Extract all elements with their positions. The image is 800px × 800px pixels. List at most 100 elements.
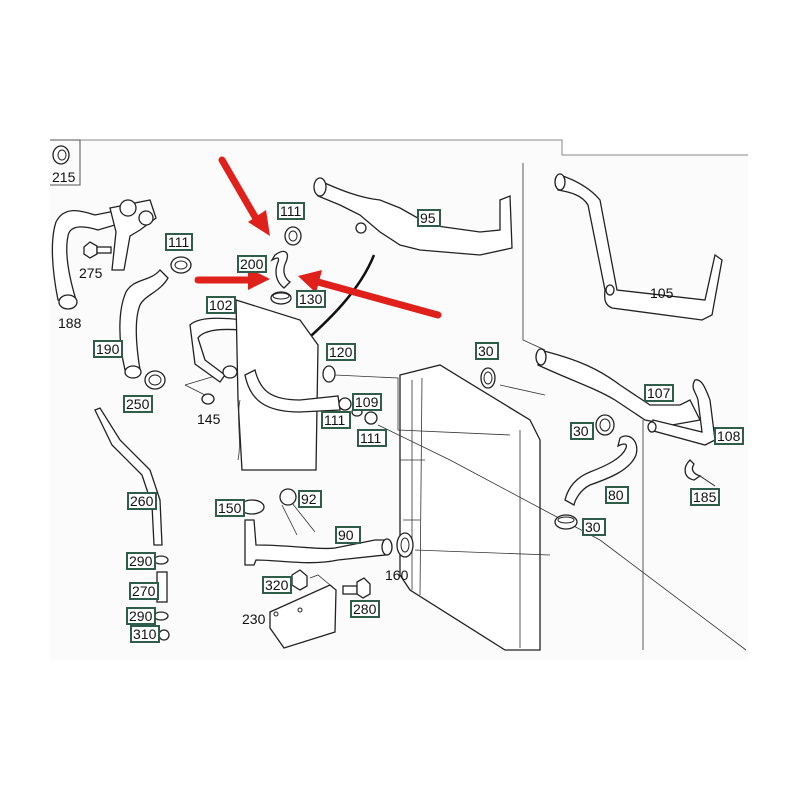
part-92-sleeve — [279, 488, 316, 536]
callout-box — [475, 342, 499, 360]
callout-text: 111 — [324, 412, 345, 428]
part-260-tube — [94, 407, 163, 546]
callout-label-30c: 30 — [582, 518, 606, 536]
callout-box — [321, 411, 351, 429]
leader-line-160 — [414, 549, 551, 556]
part-111-clamp-mid2 — [364, 411, 378, 425]
part-111-clamp-mid1 — [338, 397, 352, 411]
callout-label-109: 109 — [352, 393, 382, 411]
part-30-clamp-lower — [554, 514, 578, 530]
callout-text: 290 — [129, 553, 153, 569]
callout-text: 90 — [338, 527, 354, 543]
callout-text: 310 — [133, 626, 157, 642]
callout-label-190: 190 — [93, 340, 123, 358]
callout-text: 320 — [265, 577, 289, 593]
callout-text: 260 — [130, 493, 154, 509]
callout-box — [206, 296, 236, 314]
callout-text: 80 — [608, 487, 624, 503]
callout-label-150: 150 — [215, 499, 245, 517]
callout-text: 280 — [353, 601, 377, 617]
part-105-hose — [554, 173, 723, 321]
part-275-bolt — [83, 241, 112, 259]
part-111-clamp-left — [170, 256, 192, 274]
callout-box — [165, 233, 193, 251]
callout-text: 30 — [573, 423, 589, 439]
callout-label-80: 80 — [605, 486, 629, 504]
callout-text: 120 — [329, 344, 353, 360]
part-label-275: 275 — [79, 265, 103, 281]
part-185-cable-tie — [684, 459, 716, 487]
callout-box — [570, 422, 594, 440]
callout-text: 185 — [693, 489, 717, 505]
callout-label-30b: 30 — [570, 422, 594, 440]
diagram-frame — [50, 140, 748, 660]
part-30-clamp-top — [480, 367, 496, 389]
leader-line-30 — [499, 384, 546, 396]
callout-label-250: 250 — [123, 395, 153, 413]
callout-box — [129, 582, 159, 600]
part-80-hose — [564, 435, 638, 507]
hose-lower-102 — [244, 369, 341, 413]
callout-text: 111 — [168, 234, 189, 250]
callout-box — [298, 490, 322, 508]
callout-label-290a: 290 — [126, 552, 156, 570]
callout-box — [93, 340, 123, 358]
inset-box-215 — [50, 139, 81, 186]
callout-label-111d: 111 — [357, 429, 387, 447]
thermostat-housing — [109, 199, 157, 271]
part-145-clamp — [184, 375, 216, 405]
part-label-105: 105 — [650, 285, 674, 301]
callout-label-111a: 111 — [165, 233, 193, 251]
part-290-washer-top — [153, 555, 169, 565]
callout-label-260: 260 — [127, 492, 157, 510]
callout-text: 111 — [280, 203, 301, 219]
callout-label-102: 102 — [206, 296, 236, 314]
part-90-pipe — [244, 519, 393, 566]
callout-text: 150 — [218, 500, 242, 516]
part-111-clamp-top — [284, 226, 302, 246]
part-label-145: 145 — [197, 411, 221, 427]
callout-box — [350, 600, 380, 618]
callout-box — [237, 255, 267, 273]
part-160-clamp — [396, 532, 414, 558]
leader-line-111 — [377, 424, 747, 651]
callout-text: 107 — [647, 385, 671, 401]
part-250-clamp — [144, 370, 166, 390]
part-230-bracket — [269, 574, 337, 649]
callout-box — [262, 576, 292, 594]
callout-box — [123, 395, 153, 413]
callout-box — [644, 384, 674, 402]
part-label-160: 160 — [385, 567, 409, 583]
callout-label-310: 310 — [130, 625, 160, 643]
callout-label-120: 120 — [326, 343, 356, 361]
callout-label-185: 185 — [690, 488, 720, 506]
part-120-clamp — [322, 365, 336, 383]
callout-text: 108 — [717, 428, 741, 444]
part-310-cap — [158, 629, 170, 641]
callout-box — [582, 518, 606, 536]
part-215-grommet — [52, 145, 70, 165]
callout-box — [335, 526, 361, 544]
callout-label-107: 107 — [644, 384, 674, 402]
part-200-hose — [270, 250, 292, 289]
callout-label-130: 130 — [296, 290, 326, 308]
callout-label-95: 95 — [417, 209, 441, 227]
part-label-230: 230 — [242, 611, 266, 627]
callout-text: 92 — [301, 491, 317, 507]
callout-box — [126, 607, 156, 625]
callout-box — [130, 625, 160, 643]
callout-label-270: 270 — [129, 582, 159, 600]
callout-box — [690, 488, 720, 506]
callout-label-108: 108 — [714, 427, 744, 445]
frame-border — [50, 139, 748, 156]
callout-box — [127, 492, 157, 510]
callout-box — [126, 552, 156, 570]
callout-box — [714, 427, 744, 445]
divider-upper — [522, 163, 546, 351]
callout-label-30a: 30 — [475, 342, 499, 360]
callout-box — [296, 290, 326, 308]
callout-text: 111 — [360, 430, 381, 446]
part-130-clamp — [270, 291, 292, 305]
